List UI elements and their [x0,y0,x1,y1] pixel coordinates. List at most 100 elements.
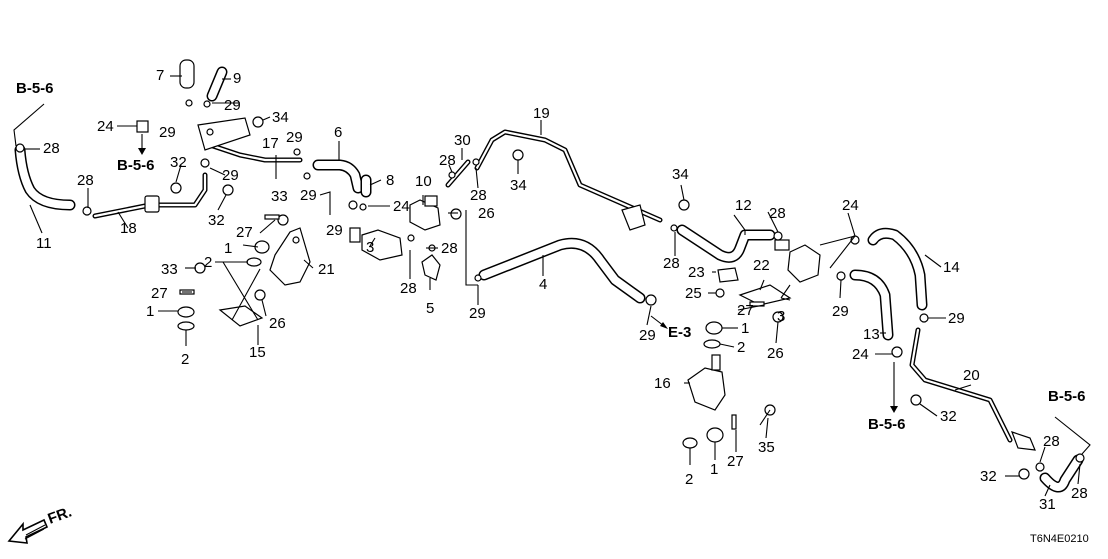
bracket-19 [621,204,646,231]
callout-34: 34 [510,177,527,194]
callout-28: 28 [1071,485,1088,502]
front-direction-arrow [7,518,49,544]
callout-1: 1 [710,461,718,478]
callout-24: 24 [97,118,114,135]
callout-29: 29 [326,222,343,239]
callout-29: 29 [832,303,849,320]
callout-3: 3 [777,308,785,325]
leader-lines [25,75,1081,497]
callout-28: 28 [439,152,456,169]
ref-b56-top-left: B-5-6 [16,80,54,97]
callout-27: 27 [727,453,744,470]
solenoid-valve-3-right [774,239,821,283]
bracket-17-assembly [197,117,251,151]
callout-28: 28 [663,255,680,272]
bolts-misc-center [348,149,657,306]
hose-31 [1039,454,1084,493]
callout-29: 29 [300,187,317,204]
solenoid-valve-10 [409,195,441,231]
callout-12: 12 [735,197,752,214]
callout-26: 26 [269,315,286,332]
callout-32: 32 [980,468,997,485]
reference-arrows [13,103,1091,455]
callout-34: 34 [272,109,289,126]
ref-b56-right: B-5-6 [1048,388,1086,405]
callout-23: 23 [688,264,705,281]
bracket-16 [687,354,726,411]
callout-numbers: 7 9 29 24 29 34 28 17 29 6 32 29 28 11 1… [36,67,1088,513]
callout-2: 2 [204,254,212,271]
hose-6 [312,159,364,194]
parts-1-2-27-35-bottom [670,199,784,449]
solenoid-valve-3-center [349,227,403,261]
callout-32: 32 [940,408,957,425]
callout-28: 28 [441,240,458,257]
ref-b56-bottom: B-5-6 [868,416,906,433]
bracket-5 [421,254,441,281]
hose-12 [676,224,776,263]
callout-3: 3 [366,239,374,256]
callout-30: 30 [454,132,471,149]
callout-1: 1 [146,303,154,320]
callout-28: 28 [769,205,786,222]
callout-29: 29 [639,327,656,344]
callout-27: 27 [236,224,253,241]
pipe-17 [207,142,303,163]
callout-29: 29 [948,310,965,327]
hose-11 [14,144,76,211]
callout-26: 26 [478,205,495,222]
callout-29: 29 [222,167,239,184]
callout-22: 22 [753,257,770,274]
callout-2: 2 [737,339,745,356]
callout-2: 2 [181,351,189,368]
bracket-21 [269,227,311,286]
callout-28: 28 [1043,433,1060,450]
callout-27: 27 [737,302,754,319]
hose-7 [179,59,195,89]
reference-labels: B-5-6 B-5-6 E-3 B-5-6 B-5-6 FR. T6N4E021… [16,80,1089,545]
fitting-30 [445,159,471,188]
callout-32: 32 [208,212,225,229]
callout-25: 25 [685,285,702,302]
callout-29: 29 [286,129,303,146]
ref-b56-mid-left: B-5-6 [117,157,155,174]
callout-33: 33 [271,188,288,205]
front-label: FR. [46,504,75,528]
callout-35: 35 [758,439,775,456]
callout-34: 34 [672,166,689,183]
callout-13: 13 [863,326,880,343]
callout-24: 24 [842,197,859,214]
callout-8: 8 [386,172,394,189]
callout-7: 7 [156,67,164,84]
callout-28: 28 [400,280,417,297]
hose-13 [849,269,894,341]
callout-1: 1 [224,240,232,257]
callout-10: 10 [415,173,432,190]
pipe-18 [92,172,208,219]
hose-14 [867,227,928,311]
callout-18: 18 [120,220,137,237]
callout-29: 29 [159,124,176,141]
callout-27: 27 [151,285,168,302]
callout-29: 29 [224,97,241,114]
pipe-19 [474,129,663,223]
callout-29: 29 [469,305,486,322]
callout-33: 33 [161,261,178,278]
callout-24: 24 [852,346,869,363]
callout-16: 16 [654,375,671,392]
callout-15: 15 [249,344,266,361]
callout-26: 26 [767,345,784,362]
callout-31: 31 [1039,496,1056,513]
callout-11: 11 [36,235,52,252]
callout-24: 24 [393,198,410,215]
callout-28: 28 [43,140,60,157]
callout-14: 14 [943,259,960,276]
callout-20: 20 [963,367,980,384]
callout-17: 17 [262,135,279,152]
hose-4 [478,237,646,304]
ref-e3: E-3 [668,324,691,341]
callout-19: 19 [533,105,550,122]
callout-5: 5 [426,300,434,317]
